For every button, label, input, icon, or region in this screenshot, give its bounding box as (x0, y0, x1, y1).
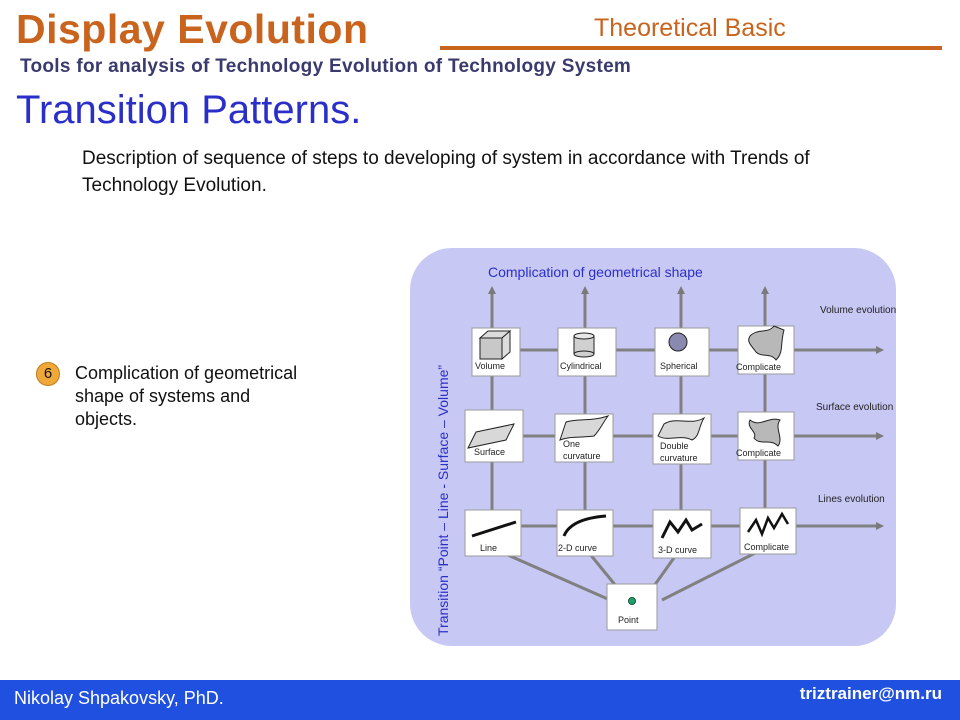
tagline: Tools for analysis of Technology Evoluti… (20, 56, 632, 77)
sphere-icon (668, 332, 688, 352)
double-curved-surface-icon (657, 416, 706, 441)
one-curvature-shape-box: One curvature (554, 413, 614, 463)
3d-curve-icon (660, 517, 703, 539)
diagram-side-label: Transition “Point – Line - Surface – Vol… (435, 365, 451, 636)
straight-line-icon (471, 520, 517, 538)
page-title: Transition Patterns. (16, 88, 362, 132)
shape-label: Line (480, 543, 497, 553)
cube-icon (478, 329, 512, 361)
description: Description of sequence of steps to deve… (82, 148, 810, 196)
complicate-volume-box: Complicate (736, 325, 795, 375)
row-label-surface: Surface evolution (816, 402, 893, 413)
shape-label: Complicate (736, 362, 781, 372)
2d-curve-icon (562, 514, 607, 537)
plane-surface-icon (467, 423, 515, 449)
2d-curve-shape-box: 2-D curve (556, 509, 614, 557)
spherical-shape-box: Spherical (654, 327, 710, 377)
shape-label-line2: curvature (660, 453, 698, 463)
shape-label: Complicate (744, 542, 789, 552)
section-label: Theoretical Basic (594, 14, 786, 42)
cylinder-icon (573, 332, 595, 358)
complex-curve-icon (746, 511, 790, 538)
footer-email: triztrainer@nm.ru (799, 684, 942, 703)
header-rule (440, 46, 942, 50)
item-text: Complication of geometrical shape of sys… (75, 363, 298, 429)
cylindrical-shape-box: Cylindrical (557, 327, 617, 377)
point-shape-box: Point (606, 583, 658, 631)
double-curvature-shape-box: Double curvature (652, 413, 712, 465)
brand-title: Display Evolution (16, 6, 369, 52)
shape-label: 2-D curve (558, 543, 597, 553)
shape-label-line1: One (563, 439, 580, 449)
row-label-lines: Lines evolution (818, 494, 885, 505)
shape-label-line1: Double (660, 441, 689, 451)
transition-diagram: Complication of geometrical shape Transi… (410, 248, 896, 646)
point-dot-icon (628, 597, 636, 605)
shape-label: Surface (474, 447, 505, 457)
shape-label: Complicate (736, 448, 781, 458)
line-shape-box: Line (464, 509, 522, 557)
complicate-surface-box: Complicate (736, 411, 795, 461)
footer-bar (0, 680, 960, 720)
shape-label-line2: curvature (563, 451, 601, 461)
curved-surface-icon (559, 415, 610, 441)
shape-label: Volume (475, 361, 505, 371)
diagram-top-label: Complication of geometrical shape (488, 264, 703, 280)
item-number-badge: 6 (36, 362, 60, 386)
shape-label: Point (618, 615, 639, 625)
row-label-volume: Volume evolution (820, 305, 896, 316)
3d-curve-shape-box: 3-D curve (652, 509, 712, 559)
surface-shape-box: Surface (464, 409, 524, 463)
footer-author: Nikolay Shpakovsky, PhD. (14, 688, 224, 708)
complex-surface-icon (748, 418, 781, 447)
shape-label: Cylindrical (560, 361, 602, 371)
complex-volume-icon (748, 325, 785, 361)
shape-label: 3-D curve (658, 545, 697, 555)
shape-label: Spherical (660, 361, 698, 371)
complicate-lines-box: Complicate (739, 507, 797, 555)
volume-shape-box: Volume (471, 327, 521, 377)
